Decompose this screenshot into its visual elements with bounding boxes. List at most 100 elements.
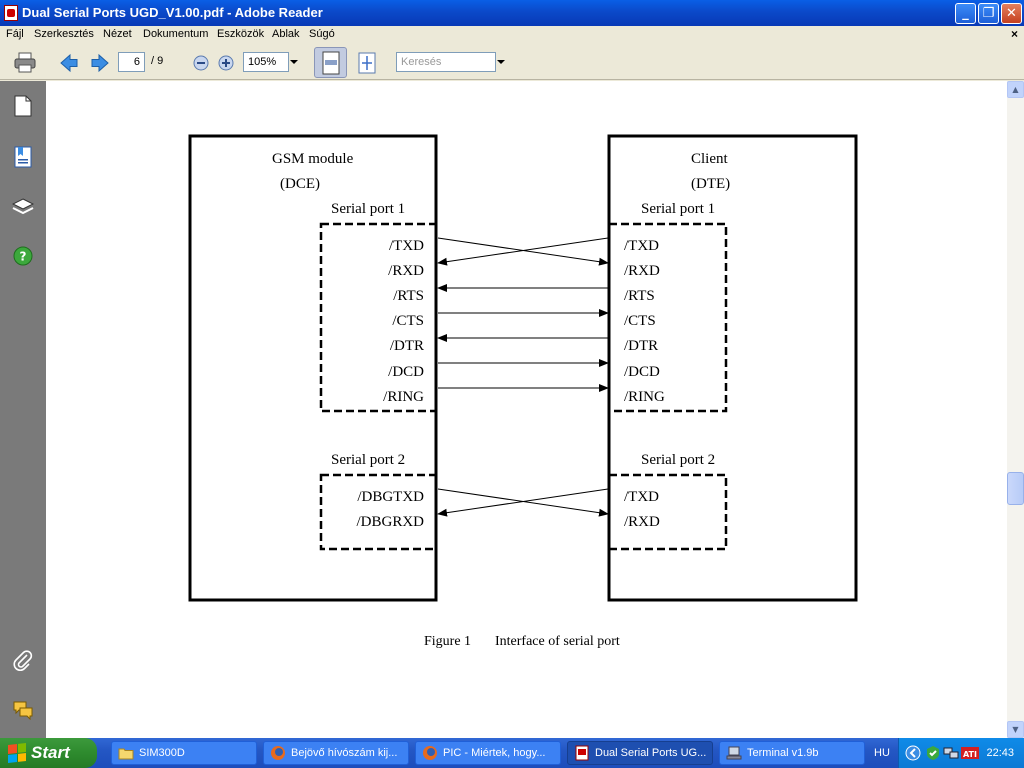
serial-interface-diagram: GSM module (DCE) Client (DTE) Serial por… (188, 134, 858, 649)
client-port1-label: Serial port 1 (641, 201, 715, 217)
print-icon[interactable] (12, 51, 38, 75)
gsm-signal: /RING (383, 389, 424, 405)
client-port2-signal: /RXD (624, 514, 660, 530)
folder-icon (118, 748, 134, 760)
gsm-signal: /TXD (389, 238, 424, 254)
comments-icon[interactable] (11, 698, 35, 722)
tray-expand-icon[interactable] (905, 745, 921, 761)
client-port1-box (607, 222, 728, 413)
client-signal: /CTS (624, 313, 656, 329)
network-icon[interactable] (943, 745, 959, 761)
client-signal: /RXD (624, 263, 660, 279)
figure-caption: Interface of serial port (495, 634, 620, 649)
fit-page-icon[interactable] (355, 51, 379, 75)
menu-tools[interactable]: Eszközök (217, 28, 265, 40)
taskbar: Start SIM300D Bejövő hívószám kij... PIC… (0, 738, 1024, 768)
gsm-port2-box (319, 473, 438, 551)
client-signal: /DCD (624, 364, 660, 380)
help-icon[interactable]: ? (11, 244, 35, 268)
gsm-signal: /RTS (393, 288, 424, 304)
menu-window[interactable]: Ablak (272, 28, 300, 40)
gsm-module-subtitle: (DCE) (280, 176, 320, 192)
task-sim300d[interactable]: SIM300D (111, 741, 257, 765)
title-bar[interactable]: Dual Serial Ports UGD_V1.00.pdf - Adobe … (0, 0, 1024, 26)
zoom-level-field[interactable]: 105% (243, 52, 289, 72)
page-total: / 9 (151, 55, 164, 67)
gsm-module-title: GSM module (272, 151, 354, 167)
close-button[interactable]: ✕ (1001, 3, 1022, 24)
pages-icon[interactable] (11, 94, 35, 118)
client-title: Client (691, 151, 728, 167)
txd-to-rxd-arrow (437, 237, 609, 266)
maximize-button[interactable]: ❐ (978, 3, 999, 24)
task-label: PIC - Miértek, hogy... (443, 747, 546, 759)
vertical-scrollbar[interactable]: ▲ ▼ (1007, 81, 1024, 738)
menu-bar: Fájl Szerkesztés Nézet Dokumentum Eszköz… (0, 26, 1024, 45)
previous-page-icon[interactable] (58, 52, 80, 74)
gsm-signal: /CTS (392, 313, 424, 329)
terminal-icon (726, 746, 742, 760)
gsm-signal: /DTR (390, 338, 424, 354)
start-label: Start (31, 743, 70, 762)
figure-number: Figure 1 (424, 634, 471, 649)
task-label: Terminal v1.9b (747, 747, 819, 759)
pdf-icon (575, 745, 589, 761)
gsm-port2-label: Serial port 2 (331, 452, 405, 468)
minimize-button[interactable]: _ (955, 3, 976, 24)
debug-cross-arrow (437, 488, 609, 517)
menu-document[interactable]: Dokumentum (143, 28, 209, 40)
task-label: Bejövő hívószám kij... (291, 747, 398, 759)
scroll-down-icon[interactable]: ▼ (1007, 721, 1024, 738)
search-input[interactable]: Keresés (396, 52, 496, 72)
clock[interactable]: 22:43 (986, 747, 1014, 759)
scroll-up-icon[interactable]: ▲ (1007, 81, 1024, 98)
fit-width-icon[interactable] (314, 47, 347, 78)
next-page-icon[interactable] (89, 52, 111, 74)
ati-icon[interactable]: ATI (961, 745, 979, 761)
toolbar: 6 / 9 105% Keresés (0, 45, 1024, 80)
menu-edit[interactable]: Szerkesztés (34, 28, 94, 40)
document-view[interactable]: GSM module (DCE) Client (DTE) Serial por… (46, 81, 1007, 738)
client-subtitle: (DTE) (691, 176, 730, 192)
task-firefox-1[interactable]: Bejövő hívószám kij... (263, 741, 409, 765)
client-signal: /RING (624, 389, 665, 405)
gsm-port1-box (319, 222, 438, 413)
gsm-debug-signal: /DBGTXD (357, 489, 424, 505)
window-title: Dual Serial Ports UGD_V1.00.pdf - Adobe … (22, 5, 323, 20)
adobe-reader-icon (4, 5, 18, 21)
security-shield-icon[interactable] (925, 745, 941, 761)
navigation-panel: ? (0, 81, 46, 738)
client-signal: /TXD (624, 238, 659, 254)
task-adobe-reader[interactable]: Dual Serial Ports UG... (567, 741, 713, 765)
windows-logo-icon (8, 743, 26, 763)
menu-help[interactable]: Súgó (309, 28, 335, 40)
firefox-icon (423, 746, 437, 760)
scroll-thumb[interactable] (1007, 472, 1024, 505)
language-indicator[interactable]: HU (874, 747, 890, 759)
gsm-debug-signal: /DBGRXD (356, 514, 424, 530)
layers-icon[interactable] (11, 195, 35, 219)
zoom-out-icon[interactable] (192, 54, 210, 72)
client-signal: /DTR (624, 338, 658, 354)
attachments-icon[interactable] (11, 649, 35, 673)
zoom-dropdown-icon[interactable] (289, 57, 299, 67)
start-button[interactable]: Start (0, 738, 97, 768)
zoom-in-icon[interactable] (217, 54, 235, 72)
search-dropdown-icon[interactable] (496, 57, 506, 67)
gsm-signal: /RXD (388, 263, 424, 279)
client-port2-box (607, 473, 728, 551)
menu-file[interactable]: Fájl (6, 28, 24, 40)
firefox-icon (271, 746, 285, 760)
task-terminal[interactable]: Terminal v1.9b (719, 741, 865, 765)
menu-view[interactable]: Nézet (103, 28, 132, 40)
gsm-signal: /DCD (388, 364, 424, 380)
gsm-port1-label: Serial port 1 (331, 201, 405, 217)
client-port2-label: Serial port 2 (641, 452, 715, 468)
document-close-icon[interactable]: × (1010, 27, 1018, 41)
task-firefox-2[interactable]: PIC - Miértek, hogy... (415, 741, 561, 765)
task-label: SIM300D (139, 747, 185, 759)
bookmarks-icon[interactable] (11, 145, 35, 169)
page-number-input[interactable]: 6 (118, 52, 145, 72)
svg-text:ATI: ATI (963, 750, 977, 759)
task-label: Dual Serial Ports UG... (595, 747, 707, 759)
